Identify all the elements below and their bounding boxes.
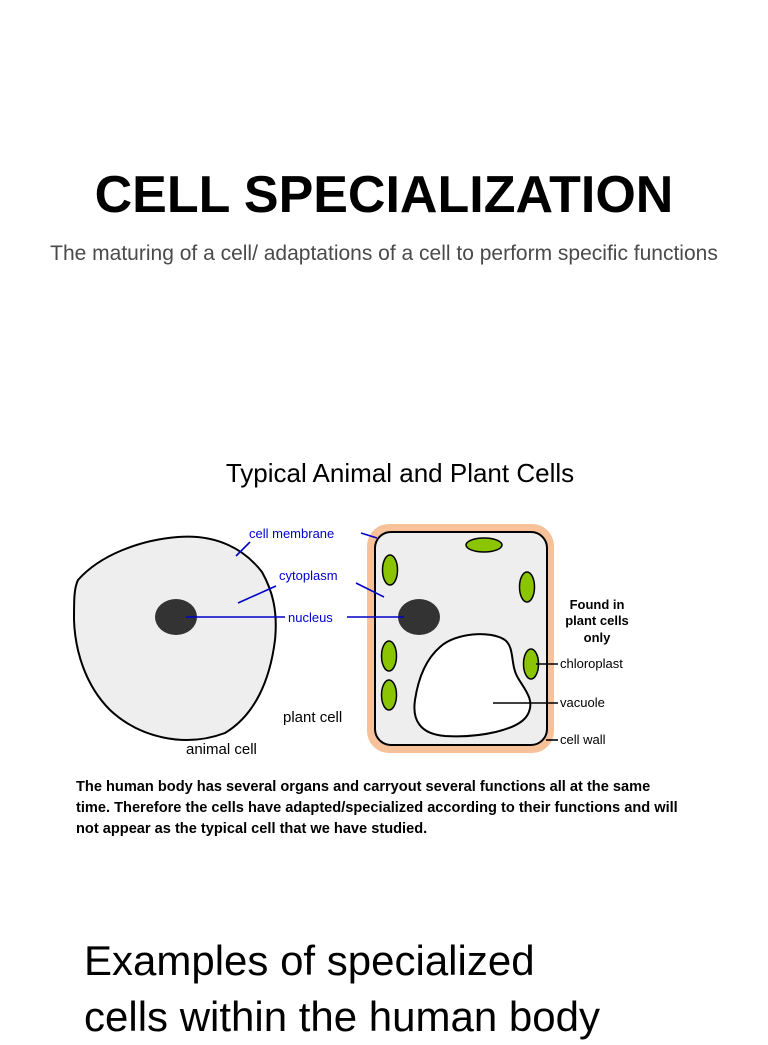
animal-cell-body [72, 535, 277, 741]
label-found-line1: Found in [570, 597, 625, 612]
label-chloroplast: chloroplast [560, 656, 623, 671]
chloroplasts [380, 537, 540, 711]
label-nucleus: nucleus [288, 610, 333, 625]
chloroplast [465, 537, 503, 553]
label-cell-membrane: cell membrane [249, 526, 334, 541]
label-cell-wall: cell wall [560, 732, 606, 747]
label-found-line3: only [584, 630, 611, 645]
chloroplast [518, 571, 536, 603]
label-found-line2: plant cells [565, 613, 629, 628]
plant-nucleus [398, 599, 440, 635]
pointer-lines [493, 663, 558, 741]
chloroplast [381, 554, 399, 586]
page-title: CELL SPECIALIZATION [94, 166, 674, 224]
label-plant-cell: plant cell [283, 709, 342, 726]
body-paragraph: The human body has several organs and ca… [76, 779, 678, 837]
label-lines [186, 532, 404, 618]
label-animal-cell: animal cell [186, 741, 257, 758]
label-vacuole: vacuole [560, 695, 605, 710]
vacuole-shape [413, 633, 532, 738]
animal-nucleus [155, 599, 197, 635]
label-cytoplasm: cytoplasm [279, 568, 338, 583]
chloroplast [380, 679, 398, 711]
figure-title: Typical Animal and Plant Cells [225, 458, 575, 488]
cell-diagram: cell membrane cytoplasm nucleus Found in… [72, 524, 629, 758]
chloroplast [380, 640, 398, 672]
page-subtitle: The maturing of a cell/ adaptations of a… [50, 242, 718, 265]
section-heading: Examples of specialized cells within the… [84, 937, 600, 1040]
